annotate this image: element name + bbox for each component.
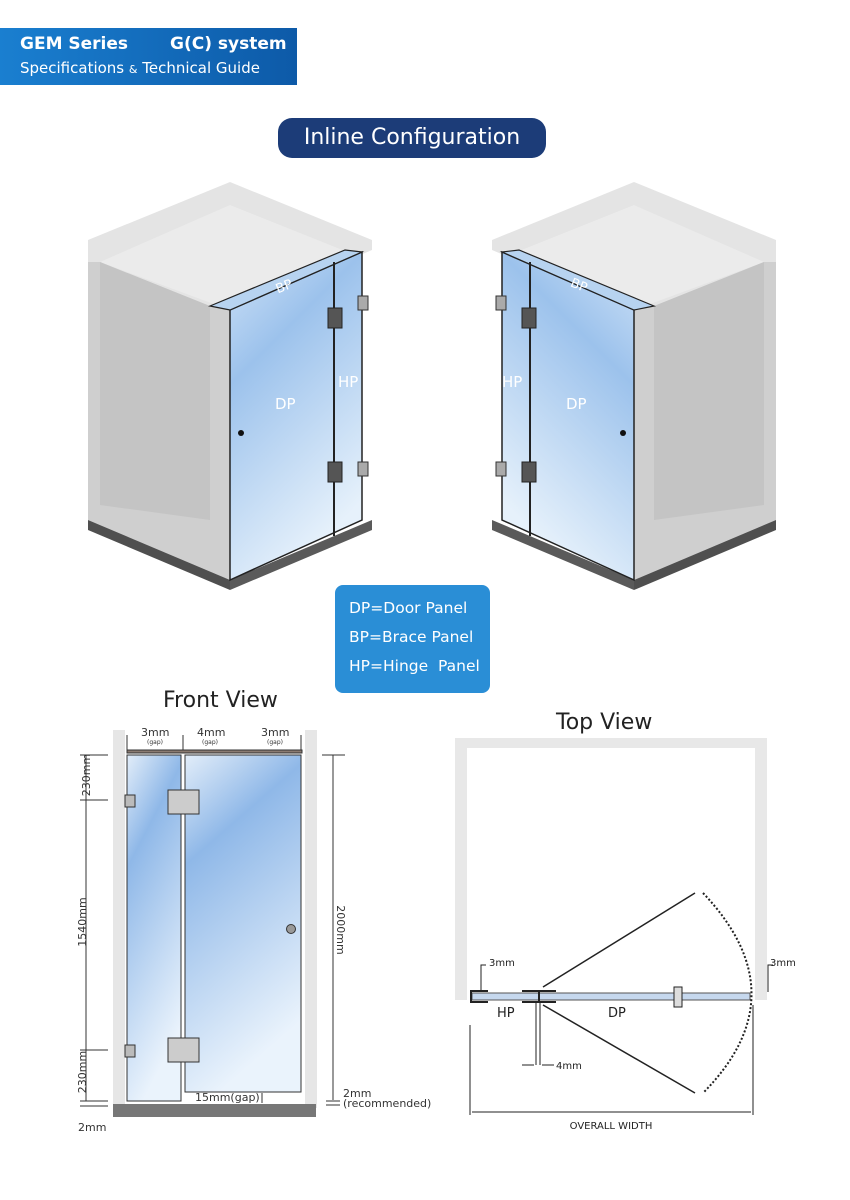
- dp-label: DP: [608, 1006, 626, 1021]
- hp-label: HP: [497, 1006, 515, 1021]
- series-name: GEM Series: [20, 34, 129, 54]
- legend-box: DP=Door Panel BP=Brace Panel HP=Hinge Pa…: [335, 585, 490, 693]
- dim-floor: 2mm: [78, 1121, 106, 1134]
- top-view-diagram: [455, 738, 773, 1115]
- bp-label-right: BP: [568, 276, 589, 296]
- hinge-gap: 4mm: [556, 1061, 582, 1072]
- gap-3: 3mm: [261, 726, 289, 739]
- rec-note: (recommended): [343, 1097, 431, 1110]
- legend-bp: BP=Brace Panel: [349, 628, 474, 646]
- dim-height: 2000mm: [334, 905, 347, 954]
- dim-top: 230mm: [80, 754, 93, 796]
- gap-2: 4mm: [197, 726, 225, 739]
- system-name: G(C) system: [170, 34, 287, 54]
- hp-label-left: HP: [338, 373, 358, 391]
- dp-label-right: DP: [566, 395, 587, 413]
- gap-3-note: (gap): [267, 739, 283, 746]
- top-view-title: Top View: [556, 710, 653, 735]
- dim-middle: 1540mm: [76, 897, 89, 946]
- bp-label-left: BP: [274, 277, 295, 297]
- subtitle-amp: &: [128, 63, 138, 76]
- gap-1: 3mm: [141, 726, 169, 739]
- page-title: Inline Configuration: [278, 118, 546, 158]
- header-banner: GEM Series G(C) system Specifications & …: [0, 28, 297, 85]
- overall-width: OVERALL WIDTH: [570, 1121, 653, 1132]
- hp-label-right: HP: [502, 373, 522, 391]
- header-subtitle: Specifications & Technical Guide: [20, 59, 260, 77]
- legend-dp: DP=Door Panel: [349, 599, 468, 617]
- front-view-diagram: [80, 730, 345, 1117]
- right-gap: 3mm: [770, 958, 796, 969]
- door-gap: 15mm(gap): [195, 1091, 260, 1104]
- legend-hp: HP=Hinge Panel: [349, 657, 480, 675]
- gap-1-note: (gap): [147, 739, 163, 746]
- subtitle-part: Technical Guide: [142, 59, 260, 77]
- left-gap: 3mm: [489, 958, 515, 969]
- subtitle-part: Specifications: [20, 59, 125, 77]
- dim-bottom: 230mm: [76, 1051, 89, 1093]
- dp-label-left: DP: [275, 395, 296, 413]
- rec-value: 2mm: [343, 1087, 371, 1100]
- front-view-title: Front View: [163, 688, 278, 713]
- gap-2-note: (gap): [202, 739, 218, 746]
- shower-3d-right: [491, 181, 777, 591]
- shower-3d-left: [88, 182, 372, 590]
